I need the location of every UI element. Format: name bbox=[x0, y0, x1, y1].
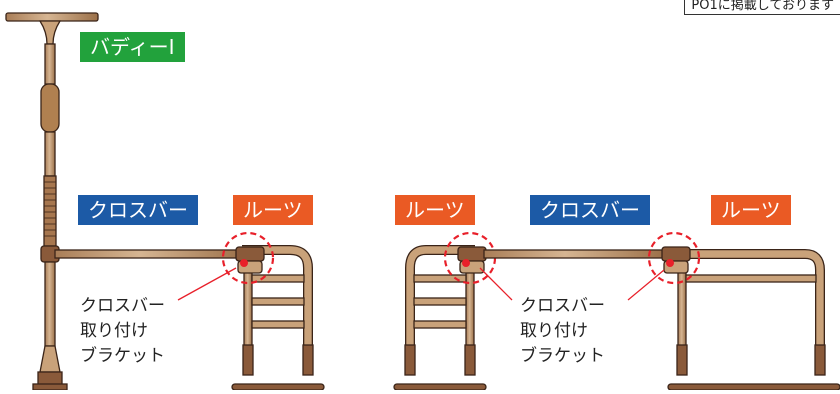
callout-bracket-right-line2: 取り付け bbox=[520, 321, 588, 341]
label-crossbar-right: クロスバー bbox=[530, 195, 650, 225]
roots-rail-right bbox=[627, 231, 840, 391]
standing-pole bbox=[5, 12, 99, 391]
callout-bracket-left-line3: ブラケット bbox=[80, 346, 165, 366]
label-crossbar-left: クロスバー bbox=[78, 195, 198, 225]
label-product-buddy: バディーⅠ bbox=[80, 32, 185, 62]
label-roots-1: ルーツ bbox=[233, 195, 313, 225]
label-roots-3: ルーツ bbox=[711, 195, 791, 225]
callout-bracket-right-line1: クロスバー bbox=[520, 296, 605, 316]
roots-rail-left bbox=[177, 231, 325, 391]
callout-bracket-left-line1: クロスバー bbox=[80, 296, 165, 316]
callout-bracket-right-line3: ブラケット bbox=[520, 346, 605, 366]
crossbar-right bbox=[483, 249, 665, 259]
callout-bracket-left-line2: 取り付け bbox=[80, 321, 148, 341]
label-roots-2: ルーツ bbox=[395, 195, 475, 225]
reference-note: PO1に掲載しております bbox=[684, 0, 840, 15]
crossbar-left bbox=[54, 249, 246, 259]
